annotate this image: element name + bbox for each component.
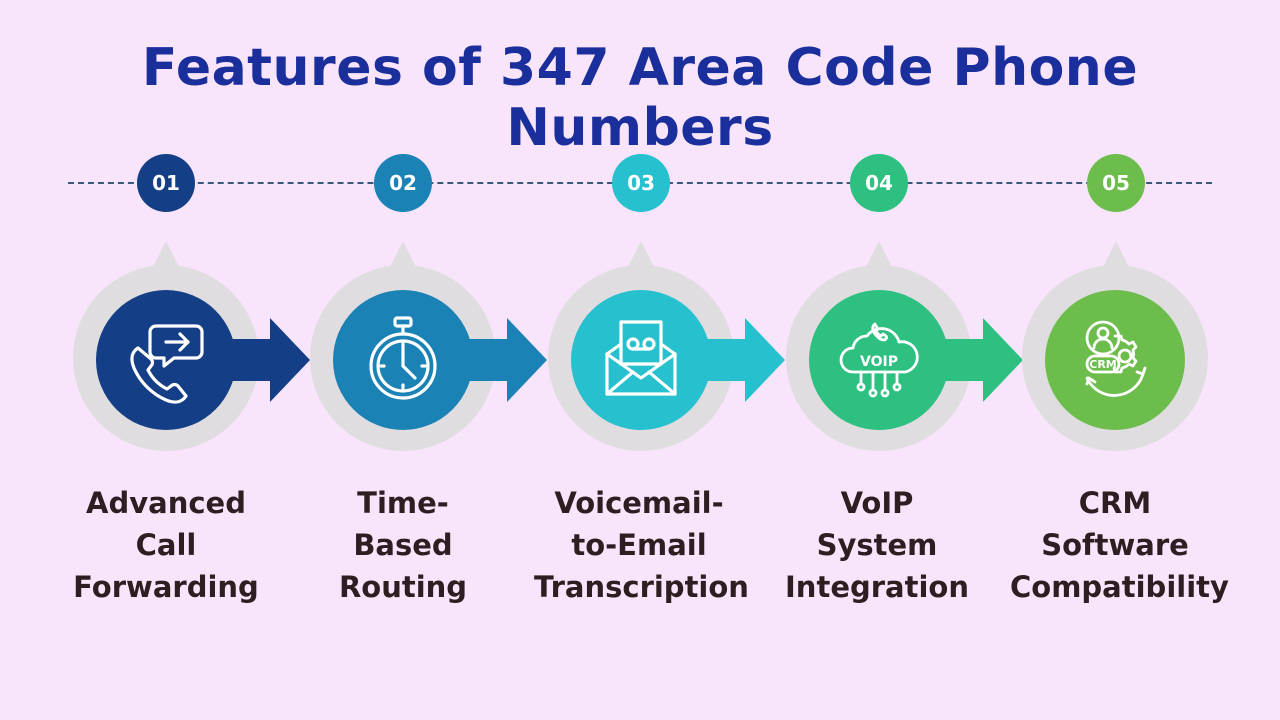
step-arrow	[222, 318, 310, 402]
step-label: VoIP System Integration	[785, 486, 969, 604]
voip-cloud-icon: VOIP	[839, 322, 919, 398]
step-icon-circle: VOIP	[809, 290, 949, 430]
step-label: Time- Based Routing	[338, 486, 468, 604]
step-icon-circle	[571, 290, 711, 430]
page-title: Features of 347 Area Code Phone Numbers	[141, 38, 1139, 158]
step-number-01: 01	[137, 154, 195, 212]
step-number-04: 04	[850, 154, 908, 212]
step-arrow	[459, 318, 547, 402]
voicemail-envelope-icon	[605, 320, 677, 396]
svg-text:CRM: CRM	[1089, 358, 1117, 371]
step-number-02: 02	[374, 154, 432, 212]
step-label: Advanced Call Forwarding	[73, 486, 259, 604]
ring-pointer	[628, 241, 654, 267]
crm-gear-icon: CRM	[1085, 320, 1147, 397]
ring-pointer	[153, 241, 179, 267]
step-number-03: 03	[612, 154, 670, 212]
step-icon-circle	[96, 290, 236, 430]
step-label: Voicemail- to-Email Transcription	[534, 486, 749, 604]
step-icon-circle	[333, 290, 473, 430]
stopwatch-icon	[369, 316, 437, 400]
step-number-05: 05	[1087, 154, 1145, 212]
step-arrow	[935, 318, 1023, 402]
step-label: CRM Software Compatibility	[1010, 486, 1229, 604]
svg-text:VOIP: VOIP	[860, 354, 898, 370]
step-icon-circle: CRM	[1045, 290, 1185, 430]
call-forward-icon	[130, 324, 204, 404]
ring-pointer	[866, 241, 892, 267]
ring-pointer	[1103, 241, 1129, 267]
ring-pointer	[390, 241, 416, 267]
step-arrow	[697, 318, 785, 402]
